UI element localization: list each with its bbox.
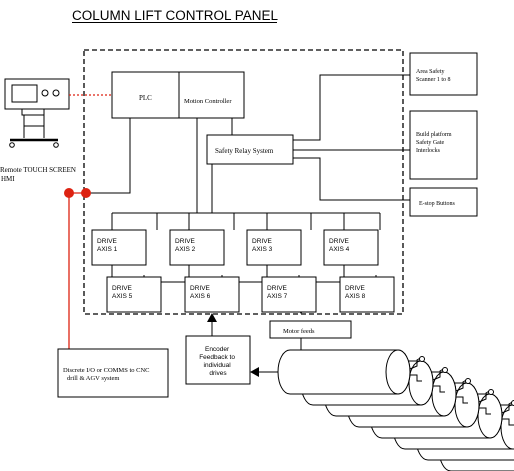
build-platform-label: Build platform Safety Gate Interlocks	[416, 131, 453, 154]
diagram-title: COLUMN LIFT CONTROL PANEL	[72, 8, 279, 23]
discrete-io-label: Discrete I/O or COMMS to CNC drill & AGV…	[63, 367, 151, 382]
motion-controller-block	[178, 71, 245, 119]
encoder-block	[185, 335, 251, 385]
safety-relay-label: Safety Relay System	[215, 147, 274, 155]
comms-link	[68, 192, 112, 374]
discrete-io-block	[57, 348, 169, 398]
area-safety-label: Area Safety Scanner 1 to 8	[416, 68, 451, 83]
area-safety-block	[409, 52, 478, 96]
drive-axis-8-block	[339, 276, 395, 313]
drive-axis-6-block	[184, 276, 240, 313]
touch-screen-icon	[4, 78, 70, 148]
drive-axis-7-block	[261, 276, 317, 313]
wiring	[86, 74, 410, 373]
drive-axis-2-block	[169, 229, 225, 266]
plc-label: PLC	[139, 94, 152, 102]
touch-screen-label: Remote TOUCH SCREEN HMI	[0, 166, 78, 183]
encoder-label: Encoder Feedback to individual drives	[199, 346, 237, 377]
motion-controller-label: Motion Controller	[184, 98, 232, 105]
motor-1-icon	[277, 349, 425, 395]
build-platform-block	[409, 110, 478, 180]
estop-block	[409, 187, 478, 217]
motor-feeds-block	[269, 320, 352, 339]
comms-junction-left	[64, 188, 74, 198]
control-panel-enclosure	[83, 49, 404, 315]
comms-junction-right	[81, 188, 91, 198]
motor-feeds-label: Motor feeds	[283, 328, 315, 335]
safety-relay-block	[206, 134, 294, 165]
plc-block	[111, 71, 180, 119]
motor-stack	[277, 349, 514, 471]
drive-axis-4-block	[323, 229, 379, 266]
drive-axis-1-block	[91, 229, 147, 266]
drive-axis-5-block	[106, 276, 162, 313]
drive-axis-3-block	[246, 229, 302, 266]
estop-label: E-stop Buttons	[419, 201, 456, 207]
